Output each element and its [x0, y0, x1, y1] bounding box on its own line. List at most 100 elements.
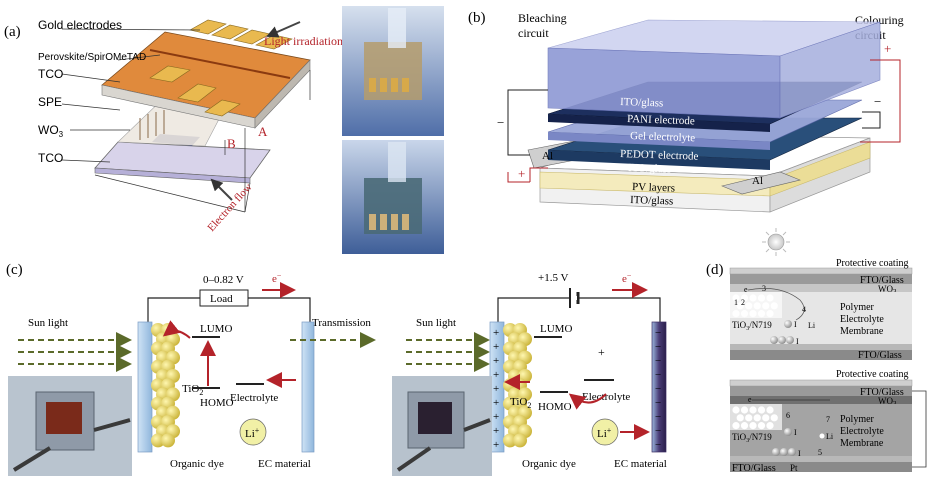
tio2-particle	[757, 406, 766, 414]
d-tio2-n719-top: TiO3/N719	[732, 320, 772, 332]
d-num-1: 1	[734, 298, 738, 307]
d-e-bottom: e	[748, 395, 752, 404]
d-li-ball-bottom	[819, 433, 825, 439]
c-tio2-left-sub: 2	[199, 388, 203, 397]
tco-bottom-label: TCO	[38, 151, 63, 165]
d-triiodide-label-bottom: I	[798, 449, 801, 458]
b-plus-top: +	[884, 41, 891, 56]
d-tio2-n719-top-rest: /N719	[749, 320, 772, 330]
c-li-left-base: Li	[245, 428, 255, 440]
mark-a: A	[258, 124, 268, 139]
tio2-particle	[753, 302, 761, 310]
tio2-particle	[740, 422, 749, 430]
c-e-right-sup: −	[627, 271, 632, 280]
minus-sign: −	[655, 341, 661, 353]
tio2-particle	[732, 310, 740, 318]
gold-electrodes-top	[189, 19, 293, 50]
tio2-particle	[766, 406, 774, 414]
d-polymer-bottom: Polymer	[840, 414, 875, 425]
c-homo-left: HOMO	[200, 397, 234, 409]
c-voltage-right: +1.5 V	[538, 272, 569, 284]
tio2-particle	[732, 422, 740, 430]
photo-top-strip	[388, 8, 406, 48]
b-colouring-wire	[860, 59, 901, 143]
tco-top-label: TCO	[38, 67, 63, 81]
b-layer-gel: Gel electrolyte	[630, 130, 696, 144]
d-iodide-ball-top	[784, 320, 792, 328]
panel-c-label: (c)	[6, 262, 23, 278]
d-protective-bottom: Protective coating	[836, 369, 908, 380]
sun-icon	[762, 228, 790, 256]
b-ito-top-side	[779, 21, 881, 119]
light-label: Light irradiation	[264, 34, 343, 48]
d-fto-bottom-top	[730, 350, 912, 360]
c-ec-right	[651, 321, 667, 453]
plus-sign: +	[493, 397, 499, 409]
photo-top-electrodes	[369, 78, 409, 92]
d-membrane-top: Membrane	[840, 326, 884, 337]
minus-sign: −	[655, 383, 661, 395]
plus-sign: +	[493, 341, 499, 353]
tio2-particle	[736, 302, 744, 310]
c-photo-right-cell	[418, 402, 452, 434]
b-ito-top-front	[547, 47, 781, 119]
b-colouring-wire-dark	[862, 111, 881, 129]
c-li-right-sup: +	[607, 426, 612, 435]
d-tio2-n719-bottom-rest: /N719	[749, 432, 772, 442]
minus-sign: −	[655, 327, 661, 339]
d-iodide-ball-bottom	[784, 428, 792, 436]
c-transmission: Transmission	[312, 317, 371, 329]
panel-a-leaders	[61, 28, 311, 213]
d-num-7: 7	[826, 415, 830, 424]
panel-c: (c) Load 0–0.82 V e− Sun light TiO2 LUMO…	[6, 262, 667, 476]
c-homo-right: HOMO	[538, 401, 572, 413]
b-layer-pv: PV layers	[632, 181, 675, 194]
d-fto-3: FTO/Glass	[860, 387, 904, 398]
c-load-box	[199, 289, 249, 307]
c-li-left-sup: +	[255, 426, 260, 435]
d-polymer-top: Polymer	[840, 302, 875, 313]
d-tio2-n719-bottom: TiO3/N719	[732, 432, 772, 444]
c-ec-material-right: EC material	[614, 458, 667, 470]
plus-sign: +	[493, 355, 499, 367]
b-layer-pedot: PEDOT electrode	[620, 148, 699, 163]
tio2-particle	[766, 422, 774, 430]
c-inject-arrow-left	[162, 320, 191, 339]
b-al-left-label: Al	[542, 150, 553, 162]
panel-a-label: (a)	[4, 24, 21, 40]
c-li-circle-left	[239, 418, 267, 446]
c-e-right: e−	[622, 271, 632, 285]
d-fto-1: FTO/Glass	[860, 275, 904, 286]
panel-a: (a)	[4, 18, 343, 234]
d-fto-top	[730, 274, 912, 284]
minus-sign: −	[655, 411, 661, 423]
b-pedot-front	[548, 150, 770, 170]
d-num-5: 5	[818, 448, 822, 457]
wo3-sub: 3	[59, 130, 64, 139]
c-tio2-right: TiO2	[510, 396, 531, 410]
d-fto-4: FTO/Glass	[732, 463, 776, 474]
b-pv-side	[769, 141, 871, 197]
plus-sign: +	[493, 327, 499, 339]
minus-sign: −	[655, 397, 661, 409]
d-membrane-bottom: Membrane	[840, 438, 884, 449]
tio2-particle	[745, 414, 753, 422]
b-al-right-label: Al	[752, 175, 763, 187]
d-pt-label-bottom: Pt	[790, 463, 798, 473]
tio2-particle	[749, 310, 757, 318]
minus-sign: −	[655, 355, 661, 367]
d-wo3-b-base: WO	[878, 396, 893, 406]
bleaching-label-2: circuit	[518, 26, 549, 40]
b-plus-left: +	[518, 166, 525, 181]
c-photo-left-cell	[46, 402, 82, 434]
d-fto-top-b	[730, 386, 912, 396]
panel-d-label: (d)	[706, 262, 724, 278]
tio2-particle	[757, 422, 766, 430]
c-lumo-right: LUMO	[540, 323, 572, 335]
c-tio2-right-sub: 2	[527, 401, 531, 410]
mark-b: B	[227, 136, 236, 151]
tio2-particle	[736, 414, 744, 422]
dye-ball	[513, 433, 527, 448]
d-tio2-n719-bottom-sub: 3	[746, 438, 749, 444]
